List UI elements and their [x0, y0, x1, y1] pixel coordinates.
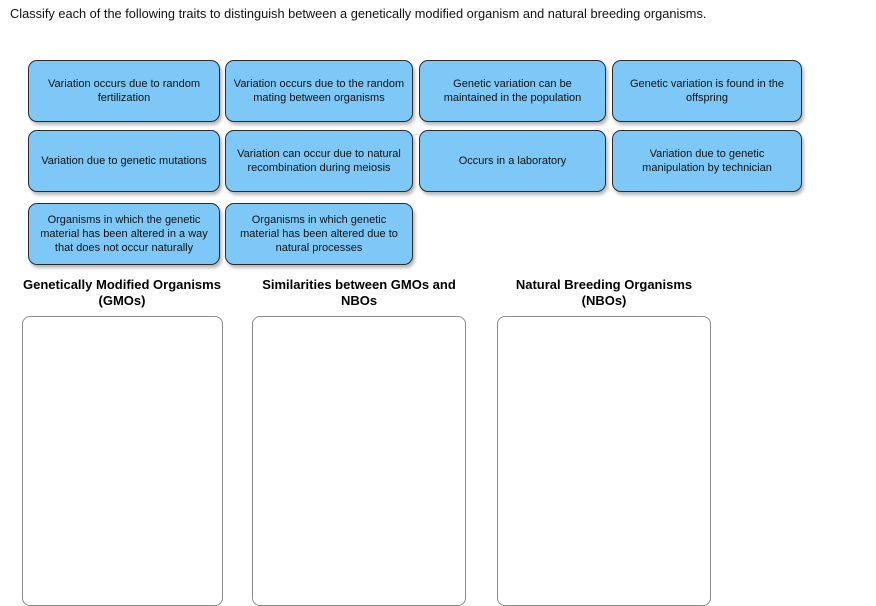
category-heading-similarities: Similarities between GMOs and NBOs [262, 277, 456, 308]
tile-label: Variation can occur due to natural recom… [237, 148, 401, 174]
draggable-tile-6[interactable]: Variation can occur due to natural recom… [225, 130, 413, 192]
draggable-tile-5[interactable]: Variation due to genetic mutations [28, 130, 220, 192]
tile-label: Variation occurs due to the random matin… [233, 78, 405, 104]
tile-label: Variation occurs due to random fertiliza… [47, 78, 201, 104]
tile-label: Variation due to genetic mutations [41, 155, 207, 167]
tile-label: Organisms in which the genetic material … [40, 214, 208, 254]
dropzone-similarities[interactable] [252, 316, 466, 606]
tile-label: Genetic variation is found in the offspr… [629, 78, 785, 104]
dropzone-nbo[interactable] [497, 316, 711, 606]
draggable-tile-8[interactable]: Variation due to genetic manipulation by… [612, 130, 802, 192]
tile-label: Genetic variation can be maintained in t… [443, 78, 582, 104]
category-heading-gmo: Genetically Modified Organisms (GMOs) [23, 277, 221, 308]
tile-label: Variation due to genetic manipulation by… [642, 148, 772, 174]
tile-label: Organisms in which genetic material has … [240, 214, 398, 254]
dropzone-gmo[interactable] [22, 316, 223, 606]
draggable-tile-1[interactable]: Variation occurs due to random fertiliza… [28, 60, 220, 122]
draggable-tile-3[interactable]: Genetic variation can be maintained in t… [419, 60, 606, 122]
draggable-tile-7[interactable]: Occurs in a laboratory [419, 130, 606, 192]
draggable-tile-4[interactable]: Genetic variation is found in the offspr… [612, 60, 802, 122]
draggable-tile-9[interactable]: Organisms in which the genetic material … [28, 203, 220, 265]
tile-label: Occurs in a laboratory [458, 155, 567, 167]
question-prompt: Classify each of the following traits to… [10, 6, 707, 21]
draggable-tile-10[interactable]: Organisms in which genetic material has … [225, 203, 413, 265]
draggable-tile-2[interactable]: Variation occurs due to the random matin… [225, 60, 413, 122]
category-heading-nbo: Natural Breeding Organisms (NBOs) [515, 277, 693, 308]
